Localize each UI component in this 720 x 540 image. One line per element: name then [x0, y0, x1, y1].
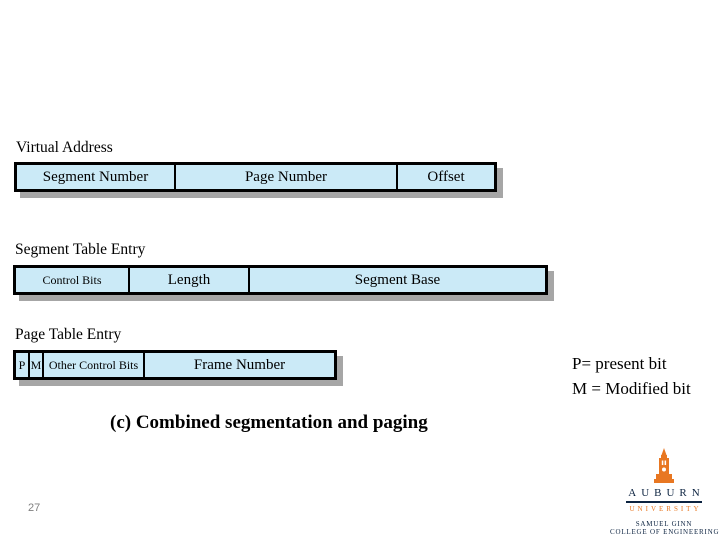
page-table-entry-bar: P M Other Control Bits Frame Number — [13, 350, 337, 380]
segment-table-cell-control-bits: Control Bits — [16, 268, 130, 292]
figure-caption: (c) Combined segmentation and paging — [110, 412, 428, 433]
virtual-address-bar: Segment Number Page Number Offset — [14, 162, 497, 192]
logo-university-subtitle: UNIVERSITY — [629, 504, 702, 513]
logo-college-line1: SAMUEL GINN — [635, 519, 693, 528]
logo-divider-rule — [626, 501, 702, 503]
auburn-tower-icon — [654, 448, 674, 483]
slide-page-number: 27 — [28, 502, 41, 514]
segment-table-cell-length: Length — [130, 268, 250, 292]
page-table-entry-label: Page Table Entry — [15, 326, 122, 343]
virtual-address-label: Virtual Address — [16, 139, 113, 156]
segment-table-cell-segment-base: Segment Base — [354, 271, 441, 288]
page-table-cell-other-control-bits: Other Control Bits — [44, 353, 145, 377]
page-table-cell-p-bit: P — [16, 353, 30, 377]
page-table-cell-frame-number: Frame Number — [193, 356, 286, 373]
virtual-address-cell-offset: Offset — [427, 168, 465, 185]
legend-modified-bit: M = Modified bit — [572, 379, 691, 398]
auburn-university-logo: AUBURN UNIVERSITY SAMUEL GINN COLLEGE OF… — [610, 448, 720, 536]
logo-college-line2: COLLEGE OF ENGINEERING — [610, 527, 720, 536]
logo-university-name: AUBURN — [628, 487, 705, 499]
virtual-address-cell-segment-number: Segment Number — [17, 165, 176, 189]
bit-legend: P= present bit M = Modified bit — [572, 351, 691, 401]
segment-table-entry-label: Segment Table Entry — [15, 241, 146, 258]
legend-present-bit: P= present bit — [572, 354, 667, 373]
virtual-address-cell-page-number: Page Number — [176, 165, 398, 189]
segment-table-entry-bar: Control Bits Length Segment Base — [13, 265, 548, 295]
page-table-cell-m-bit: M — [30, 353, 44, 377]
